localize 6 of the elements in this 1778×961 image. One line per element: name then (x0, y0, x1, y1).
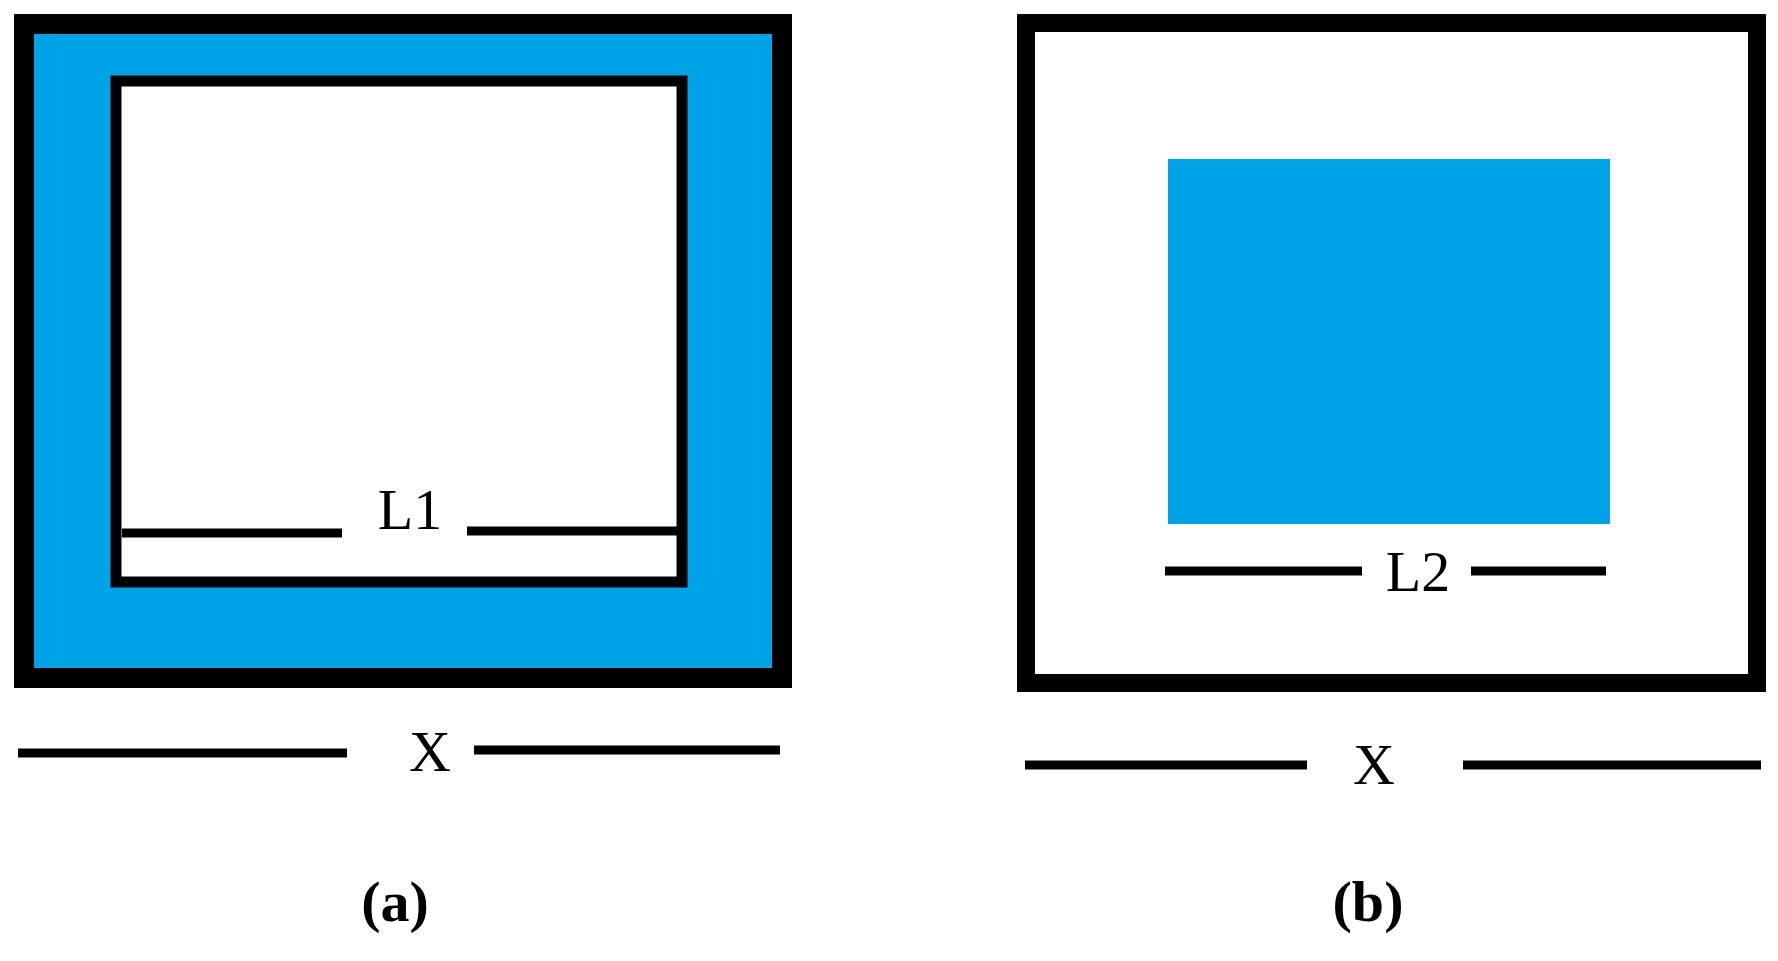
panel-label: (b) (1332, 873, 1404, 931)
dimension-label: L1 (377, 481, 443, 539)
dimension-label: L2 (1385, 543, 1451, 601)
dimension-label: X (409, 723, 451, 781)
panel-label: (a) (361, 873, 429, 931)
dimension-label: X (1353, 736, 1395, 794)
